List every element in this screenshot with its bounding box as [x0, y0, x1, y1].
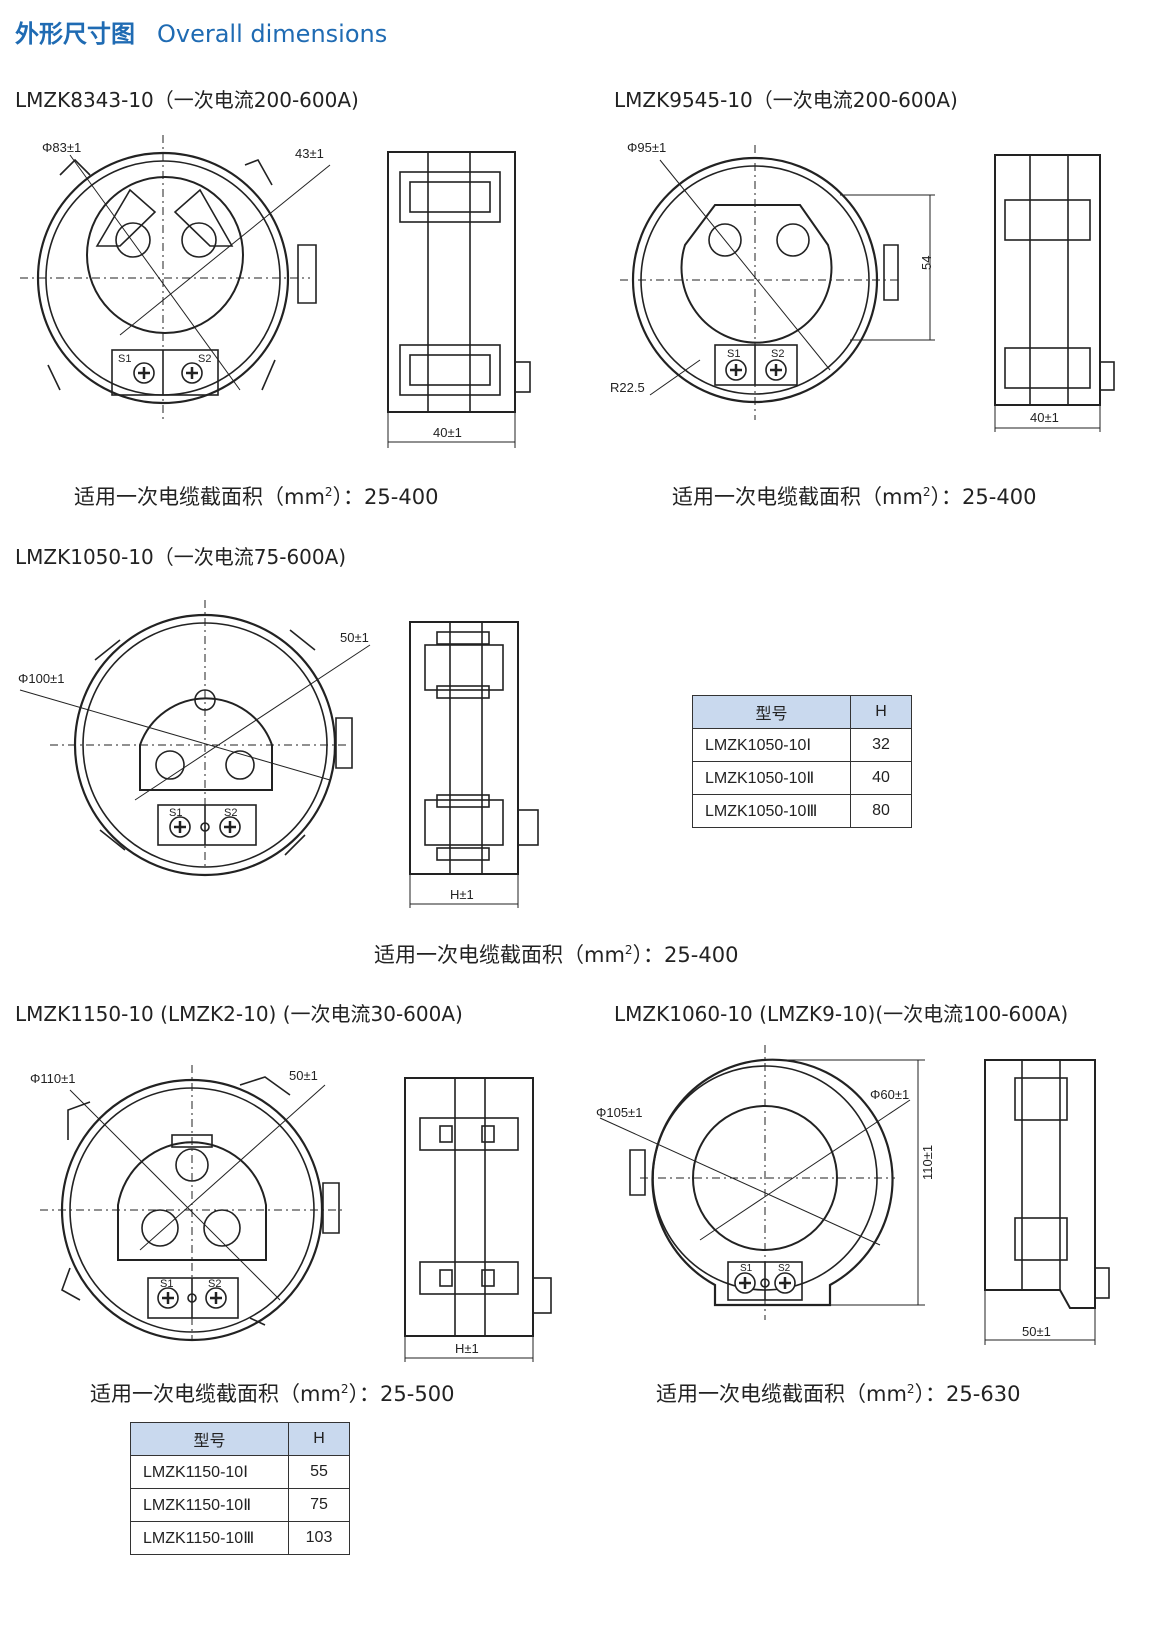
dim-height-5: 110±1 [920, 1145, 935, 1180]
terminal-s1-2: S1 [727, 348, 740, 360]
dim-dia-1: Φ83±1 [42, 140, 81, 155]
page-heading: 外形尺寸图 Overall dimensions [15, 14, 387, 49]
dim-2-2: 54 [919, 256, 934, 270]
front-view-4 [40, 1065, 345, 1342]
terminal-s2-4: S2 [208, 1278, 221, 1290]
dim-width-4: H±1 [455, 1341, 479, 1356]
side-view-1 [387, 151, 531, 448]
terminal-s2-3: S2 [224, 807, 237, 819]
model-title-1: LMZK8343-10（一次电流200-600A) [15, 88, 359, 112]
heading-zh: 外形尺寸图 [15, 20, 135, 48]
model-title-3: LMZK1050-10（一次电流75-600A) [15, 545, 347, 569]
cable-caption-1: 适用一次电缆截面积（mm2）：25-400 [74, 485, 439, 509]
side-view-3 [409, 621, 539, 908]
model-title-2: LMZK9545-10（一次电流200-600A) [614, 88, 958, 112]
cable-caption-2: 适用一次电缆截面积（mm2）：25-400 [672, 485, 1037, 509]
cable-caption-4: 适用一次电缆截面积（mm2）：25-500 [90, 1382, 455, 1406]
terminal-s2-1: S2 [198, 353, 211, 365]
front-view-2 [620, 145, 935, 420]
model-title-4: LMZK1150-10 (LMZK2-10) (一次电流30-600A) [15, 1002, 463, 1026]
dim-radius-2: R22.5 [610, 380, 645, 395]
front-view-1 [20, 135, 331, 420]
cable-caption-3: 适用一次电缆截面积（mm2）：25-400 [374, 943, 739, 967]
terminal-s2-5: S2 [778, 1263, 791, 1274]
front-view-5 [599, 1045, 925, 1320]
dim-2-4: 50±1 [289, 1068, 318, 1083]
model-title-5: LMZK1060-10 (LMZK9-10)(一次电流100-600A) [614, 1002, 1069, 1026]
dim-2-1: 43±1 [295, 146, 324, 161]
side-view-2 [994, 154, 1115, 432]
terminal-s1-1: S1 [118, 353, 131, 365]
dim-width-5: 50±1 [1022, 1324, 1051, 1339]
dim-dia-2: Φ95±1 [627, 140, 666, 155]
terminal-s1-4: S1 [160, 1278, 173, 1290]
dim-2-3: 50±1 [340, 630, 369, 645]
cable-caption-5: 适用一次电缆截面积（mm2）：25-630 [656, 1382, 1021, 1406]
terminal-s2-2: S2 [771, 348, 784, 360]
dim-dia-5: Φ105±1 [596, 1105, 642, 1120]
dim-width-3: H±1 [450, 887, 474, 902]
dim-width-1: 40±1 [433, 425, 462, 440]
front-view-3 [19, 600, 371, 877]
terminal-s1-5: S1 [740, 1263, 753, 1274]
dim-2-5: Φ60±1 [870, 1087, 909, 1102]
terminal-s1-3: S1 [169, 807, 182, 819]
dim-width-2: 40±1 [1030, 410, 1059, 425]
dim-dia-3: Φ100±1 [18, 671, 64, 686]
side-view-4 [404, 1077, 552, 1362]
dim-dia-4: Φ110±1 [30, 1071, 75, 1086]
heading-en: Overall dimensions [157, 20, 388, 48]
side-view-5 [984, 1059, 1110, 1345]
